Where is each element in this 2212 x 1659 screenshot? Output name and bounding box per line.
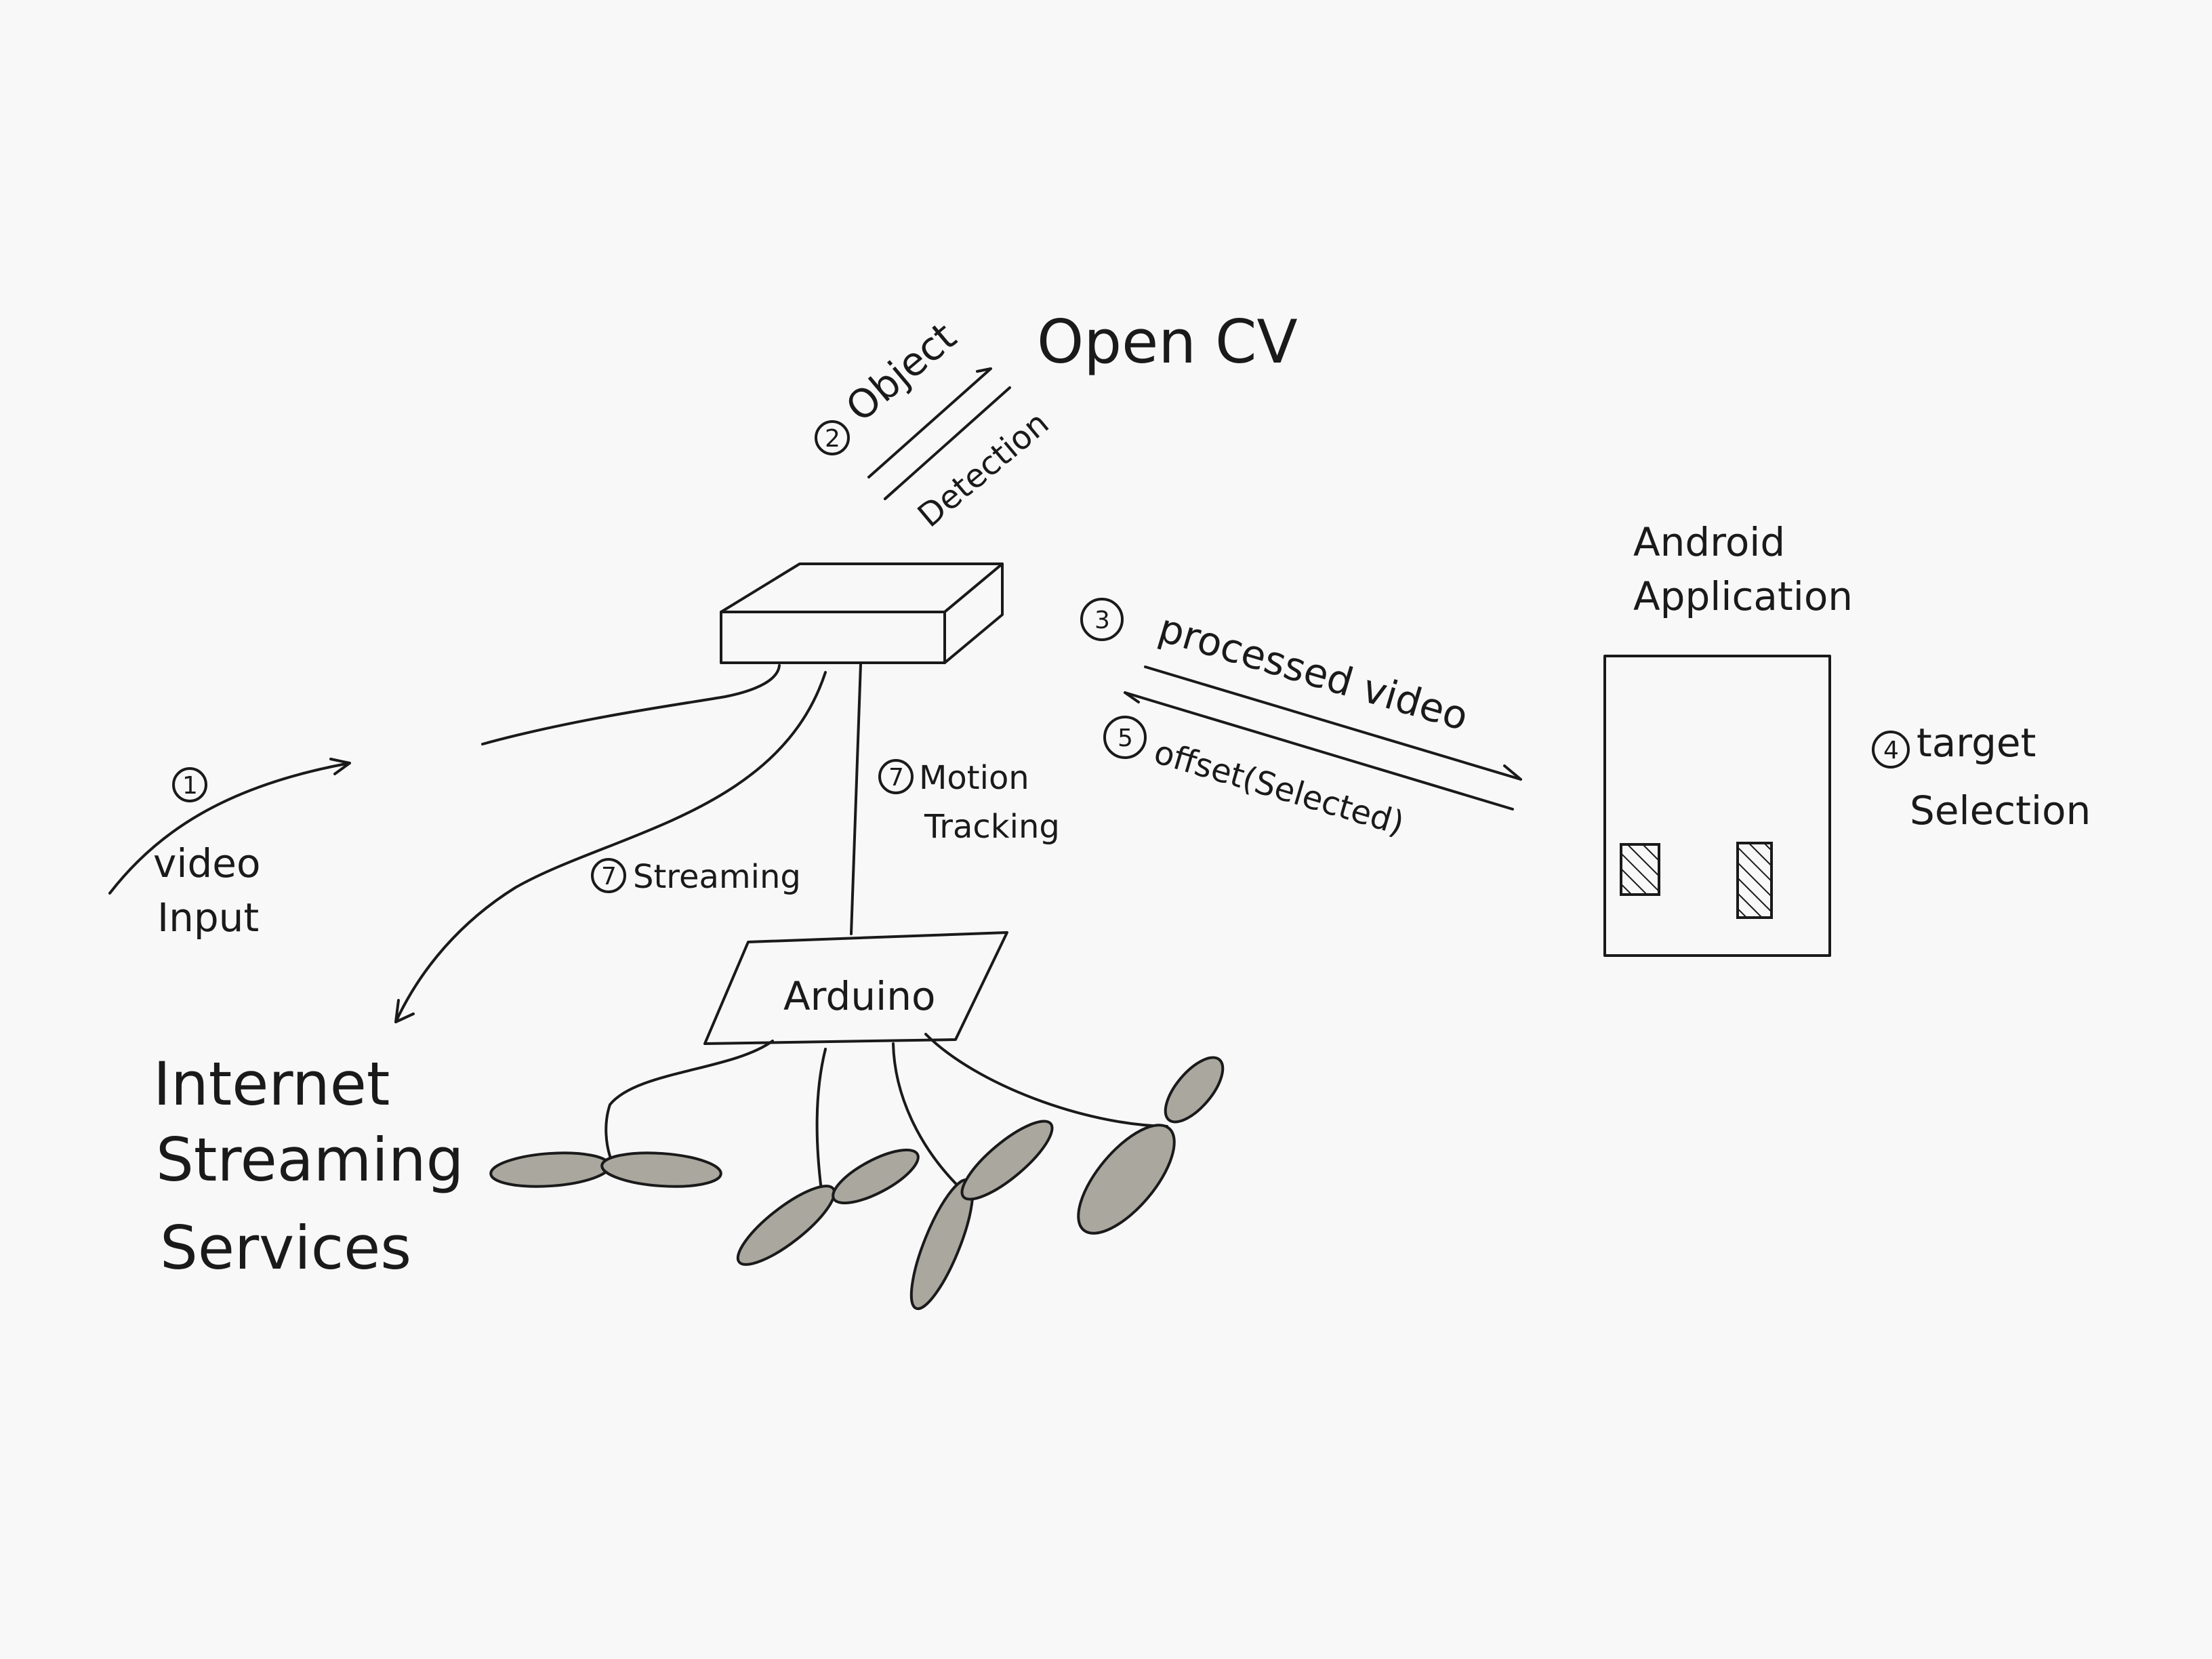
input-label: Input [157, 895, 259, 941]
svg-text:7: 7 [888, 764, 904, 792]
opencv-label: Open CV [1037, 307, 1298, 377]
object-detection-arrows [867, 367, 1011, 500]
streaming-label: Streaming [633, 858, 801, 896]
box-to-input-line [481, 664, 781, 745]
android-phone [1603, 655, 1831, 957]
target-label: target [1917, 720, 2036, 766]
step3-marker: 3 [1080, 598, 1124, 641]
motion-tracking-line [850, 663, 862, 935]
arduino-label: Arduino [783, 973, 935, 1019]
detection-label: Detection [911, 404, 1057, 535]
offset-label: offset(Selected) [1150, 733, 1409, 843]
processed-video-arrow [1144, 665, 1522, 781]
step7-streaming-marker: 7 [591, 858, 626, 893]
arduino-board [703, 931, 1008, 1045]
object-label: Object [837, 313, 964, 431]
processing-box [720, 562, 1004, 664]
video-input-arrow [108, 758, 351, 895]
svg-text:2: 2 [825, 425, 840, 453]
propeller-3 [909, 1120, 1054, 1311]
offset-arrow [1124, 691, 1514, 811]
streaming-arrow [394, 671, 827, 1023]
tracking-label: Tracking [924, 808, 1060, 846]
svg-text:1: 1 [182, 772, 198, 800]
processed-video-label: processed video [1153, 605, 1473, 739]
step1-marker: 1 [172, 767, 207, 802]
android-label: Android [1633, 519, 1785, 565]
target-box-2 [1736, 842, 1773, 919]
propeller-1 [489, 1151, 722, 1188]
motor-wires [605, 1033, 1168, 1194]
svg-text:4: 4 [1883, 737, 1899, 764]
streaming-services-label: Streaming [156, 1125, 464, 1195]
propeller-4 [1077, 1056, 1225, 1235]
video-label: video [153, 840, 260, 886]
step5-marker: 5 [1103, 716, 1147, 759]
step7-motion-marker: 7 [878, 759, 914, 794]
step2-marker: 2 [815, 420, 850, 455]
motion-label: Motion [919, 759, 1029, 797]
application-label: Application [1633, 573, 1853, 619]
svg-text:3: 3 [1094, 607, 1110, 634]
propeller-2 [736, 1148, 920, 1266]
services-label: Services [160, 1213, 411, 1283]
internet-label: Internet [153, 1049, 390, 1119]
svg-text:5: 5 [1118, 724, 1133, 752]
target-box-1 [1620, 843, 1660, 896]
step4-marker: 4 [1872, 731, 1910, 769]
svg-text:7: 7 [601, 863, 617, 890]
selection-label: Selection [1910, 787, 2091, 834]
